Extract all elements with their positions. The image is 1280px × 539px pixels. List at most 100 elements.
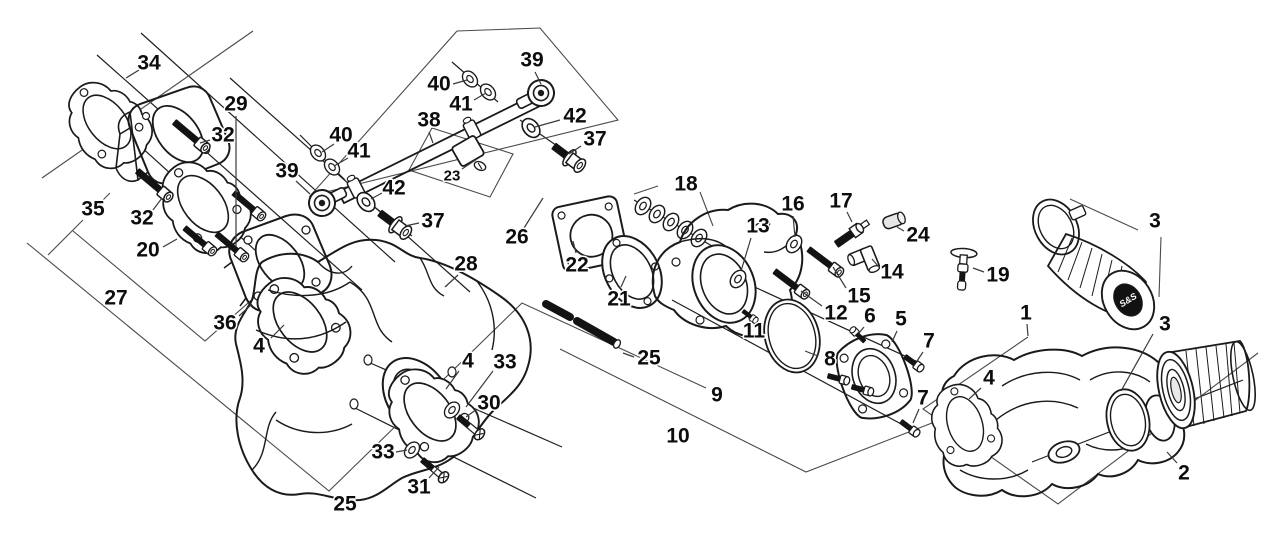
part-label-4-52: 4 — [983, 367, 995, 390]
part-label-33-14: 33 — [493, 351, 516, 374]
leader-part-32-2 — [199, 139, 211, 144]
bracket-filter-top-bracket-a — [1069, 198, 1139, 231]
part-label-34-0: 34 — [137, 52, 161, 75]
part-label-28-9: 28 — [454, 253, 478, 276]
part-label-41-25: 41 — [347, 140, 371, 163]
part-label-30-13: 30 — [477, 392, 500, 415]
leader-part-7-44 — [916, 351, 924, 362]
bracket-washer-stack-bracket-a — [633, 185, 659, 195]
part-label-2-53: 2 — [1178, 462, 1190, 485]
gasket-21 — [601, 235, 663, 309]
part-label-4-8: 4 — [253, 335, 265, 358]
air-filter-3-cylindrical — [1156, 340, 1256, 430]
part-label-4-15: 4 — [462, 350, 474, 373]
leader-part-36-7 — [238, 303, 253, 317]
part-label-10-48: 10 — [666, 425, 689, 448]
leader-part-15-38 — [832, 266, 847, 289]
part-label-40-24: 40 — [329, 124, 352, 147]
linkage-rod-assembly — [303, 67, 590, 244]
leader-part-16-33 — [792, 215, 796, 238]
part-label-41-20: 41 — [449, 93, 473, 116]
part-label-13-32: 13 — [746, 215, 769, 238]
part-label-25-10: 25 — [333, 493, 357, 516]
part-label-7-45: 7 — [917, 387, 929, 410]
leader-part-37-23 — [568, 145, 582, 155]
part-label-21-31: 21 — [607, 288, 631, 311]
leader-part-40-19 — [452, 79, 468, 85]
leader-part-4-8 — [270, 324, 285, 339]
leader-part-4-52 — [968, 387, 982, 400]
part-label-15-38: 15 — [847, 285, 871, 308]
part-label-11-40: 11 — [743, 320, 766, 343]
clamp-block-23 — [451, 135, 485, 167]
hose-clamp — [1032, 198, 1087, 256]
bracket-spacer-bracket-b — [47, 219, 84, 256]
plate-bolt-b — [849, 381, 876, 398]
flange-5 — [835, 333, 913, 420]
part-label-37-23: 37 — [583, 128, 606, 151]
part-label-39-21: 39 — [520, 49, 543, 72]
leader-part-6-42 — [858, 326, 865, 334]
manifold-stack-drawing — [50, 65, 532, 502]
part-label-17-34: 17 — [829, 190, 852, 213]
bracket-clamp-23-box — [408, 127, 514, 198]
part-label-23-17: 23 — [444, 168, 461, 185]
part-label-12-39: 12 — [824, 302, 847, 325]
leader-part-14-36 — [871, 258, 880, 268]
rod-end-39-right — [510, 74, 560, 118]
part-label-14-36: 14 — [880, 261, 904, 284]
part-label-38-18: 38 — [417, 109, 441, 132]
part-label-33-11: 33 — [371, 441, 394, 464]
leader-part-31-12 — [428, 466, 440, 479]
elbow-fitting-14 — [847, 245, 881, 273]
clamp-screw-23 — [473, 160, 487, 172]
rod-end-39-left — [303, 178, 353, 222]
part-label-32-4: 32 — [130, 207, 153, 230]
leader-part-34-0 — [125, 69, 140, 79]
part-label-16-33: 16 — [781, 193, 804, 216]
bracket-filter-top-bracket-b — [1158, 236, 1162, 298]
part-label-37-28: 37 — [421, 210, 444, 233]
leader-part-24-35 — [896, 226, 905, 232]
cap-plug-24 — [882, 211, 906, 230]
leader-part-12-39 — [800, 290, 823, 307]
o-ring-8 — [763, 298, 821, 374]
part-label-35-3: 35 — [81, 198, 105, 221]
leader-part-42-22 — [534, 119, 561, 128]
leader-part-8-41 — [804, 350, 819, 357]
bracket-washer-stack-bracket-b — [699, 191, 714, 227]
leader-part-33-14 — [465, 370, 494, 408]
part-label-42-27: 42 — [382, 177, 405, 200]
part-label-26-16: 26 — [505, 226, 528, 249]
air-cleaner-assembly: S&S — [920, 198, 1256, 498]
leader-part-22-30 — [572, 240, 577, 254]
drain-valve-19 — [950, 247, 978, 291]
leader-part-1-49 — [1026, 323, 1029, 337]
part-label-39-26: 39 — [275, 160, 298, 183]
part-label-9-47: 9 — [711, 384, 723, 407]
air-filter-3-conical: S&S — [1032, 198, 1156, 331]
part-label-40-19: 40 — [427, 73, 450, 96]
leader-part-28-9 — [444, 274, 459, 288]
part-label-36-7: 36 — [213, 312, 236, 335]
studs-25 — [542, 300, 622, 349]
part-label-42-22: 42 — [563, 105, 586, 128]
leader-part-4-15 — [445, 370, 460, 390]
washer-42-right — [517, 114, 545, 142]
axis-line-2 — [140, 32, 396, 263]
part-label-24-35: 24 — [906, 224, 930, 247]
leader-part-39-21 — [534, 71, 542, 85]
part-label-20-5: 20 — [136, 239, 159, 262]
bolt-15 — [804, 243, 847, 280]
bracket-outer-zigzag-bracket — [26, 242, 707, 492]
leader-part-37-28 — [404, 222, 420, 227]
part-label-31-12: 31 — [407, 476, 431, 499]
leader-part-30-13 — [465, 408, 478, 418]
part-label-3-51: 3 — [1159, 313, 1171, 336]
bracket-left-box-edge — [41, 30, 254, 179]
leader-part-17-34 — [846, 211, 853, 223]
leader-part-32-4 — [152, 197, 163, 211]
part-label-19-37: 19 — [986, 264, 1009, 287]
leader-part-20-5 — [162, 238, 178, 248]
